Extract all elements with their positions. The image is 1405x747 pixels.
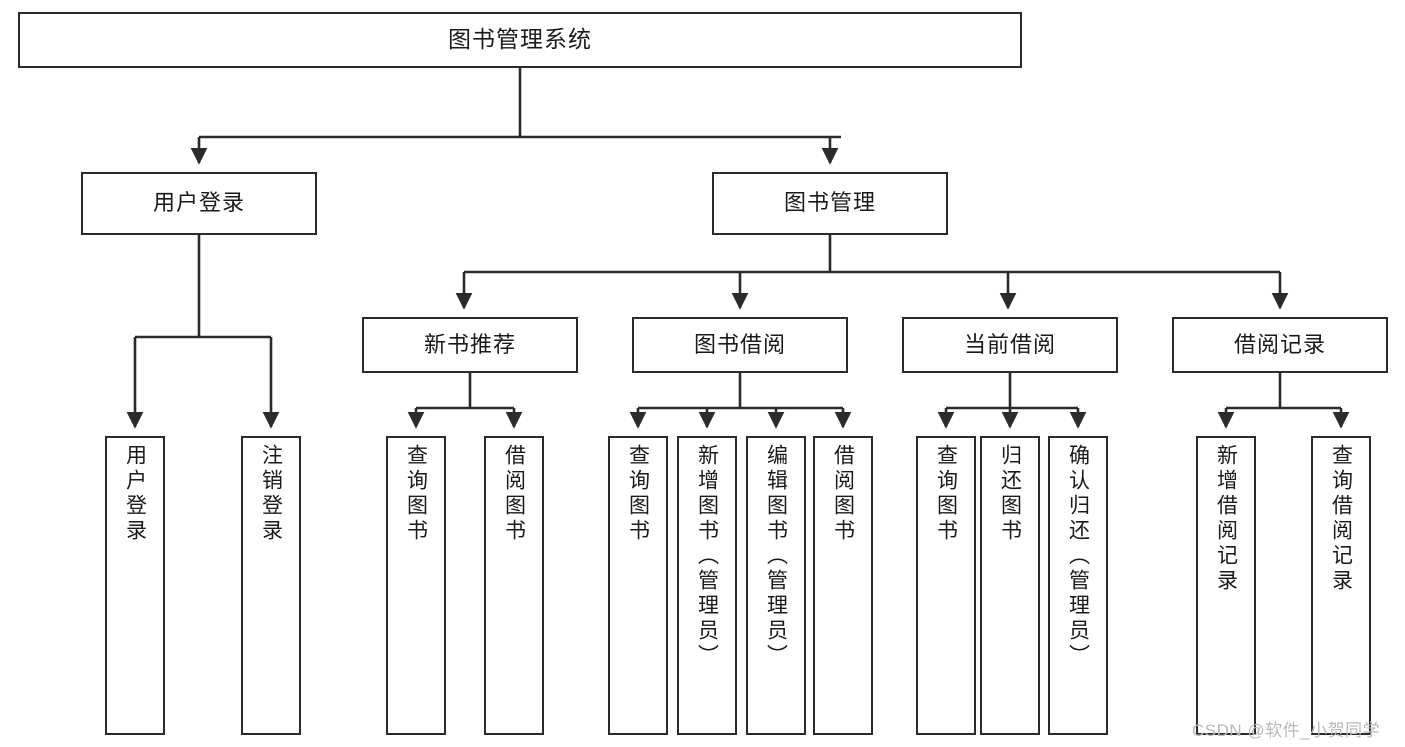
node-root-book-management-system[interactable]: 图书管理系统: [18, 12, 1022, 68]
node-label: 新增借阅记录: [1214, 444, 1238, 594]
node-book-manage[interactable]: 图书管理: [712, 172, 948, 235]
leaf-query-book-recommend[interactable]: 查询图书: [386, 436, 446, 735]
leaf-confirm-return-admin[interactable]: 确认归还（管理员）: [1048, 436, 1108, 735]
node-label: 归还图书: [998, 444, 1022, 544]
node-label: 当前借阅: [963, 331, 1056, 357]
node-label: 借阅图书: [831, 444, 855, 544]
leaf-query-book-current[interactable]: 查询图书: [916, 436, 976, 735]
leaf-query-book-borrow[interactable]: 查询图书: [608, 436, 668, 735]
node-borrow-record[interactable]: 借阅记录: [1172, 317, 1388, 373]
leaf-borrow-book[interactable]: 借阅图书: [813, 436, 873, 735]
node-label: 确认归还（管理员）: [1066, 444, 1090, 669]
node-label: 图书借阅: [693, 331, 786, 357]
node-label: 查询图书: [404, 444, 428, 544]
node-label: 借阅记录: [1233, 331, 1326, 357]
leaf-borrow-book-recommend[interactable]: 借阅图书: [484, 436, 544, 735]
node-label: 新增图书（管理员）: [695, 444, 719, 669]
node-label: 注销登录: [259, 444, 283, 544]
node-label: 查询借阅记录: [1329, 444, 1353, 594]
leaf-add-book-admin[interactable]: 新增图书（管理员）: [677, 436, 737, 735]
node-new-book-recommend[interactable]: 新书推荐: [362, 317, 578, 373]
leaf-edit-book-admin[interactable]: 编辑图书（管理员）: [746, 436, 806, 735]
node-label: 查询图书: [626, 444, 650, 544]
node-user-login[interactable]: 用户登录: [81, 172, 317, 235]
node-label: 编辑图书（管理员）: [764, 444, 788, 669]
node-label: 借阅图书: [502, 444, 526, 544]
node-book-borrow[interactable]: 图书借阅: [632, 317, 848, 373]
leaf-query-borrow-record[interactable]: 查询借阅记录: [1311, 436, 1371, 735]
node-label: 新书推荐: [423, 331, 516, 357]
node-label: 用户登录: [123, 444, 147, 544]
leaf-user-logout[interactable]: 注销登录: [241, 436, 301, 735]
node-label: 查询图书: [934, 444, 958, 544]
csdn-watermark: CSDN @软件_小贺同学: [1192, 721, 1381, 740]
node-current-borrow[interactable]: 当前借阅: [902, 317, 1118, 373]
leaf-add-borrow-record[interactable]: 新增借阅记录: [1196, 436, 1256, 735]
node-label: 图书管理: [783, 190, 876, 216]
node-label: 用户登录: [152, 190, 245, 216]
node-label: 图书管理系统: [448, 26, 592, 53]
leaf-return-book[interactable]: 归还图书: [980, 436, 1040, 735]
leaf-user-login[interactable]: 用户登录: [105, 436, 165, 735]
